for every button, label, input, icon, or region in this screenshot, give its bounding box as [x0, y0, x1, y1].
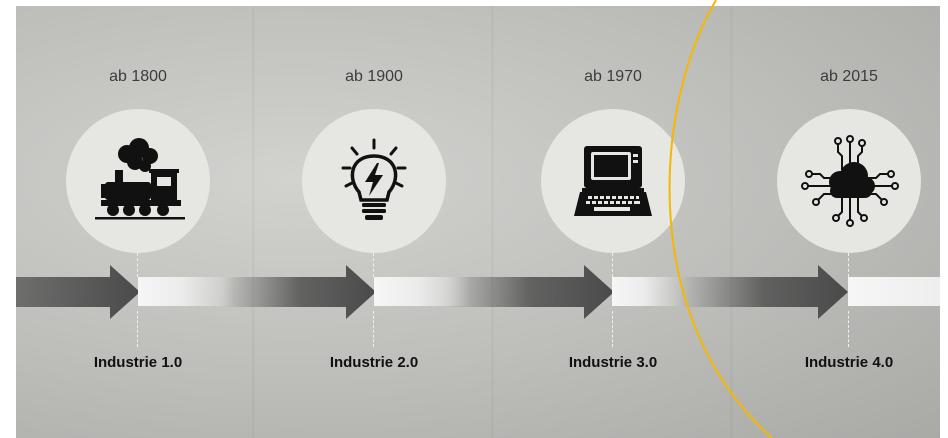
timeline-bar-1 — [138, 277, 234, 306]
steam-locomotive-icon — [95, 138, 185, 220]
stage-year: ab 2015 — [820, 68, 878, 85]
stage-year: ab 1800 — [109, 68, 167, 85]
dashed-connector — [137, 253, 138, 277]
stage-label: Industrie 1.0 — [93, 354, 183, 371]
lightbulb-icon — [341, 138, 407, 220]
stage-icon-circle — [541, 109, 685, 253]
stage-industrie-4: ab 2015 — [759, 6, 939, 438]
computer-terminal-icon — [574, 146, 652, 216]
dashed-connector — [848, 253, 849, 277]
stage-label: Industrie 3.0 — [568, 354, 658, 371]
stage-industrie-1: ab 1800 — [48, 6, 228, 438]
cloud-network-icon — [801, 135, 899, 227]
timeline-canvas: ab 1800 — [16, 6, 940, 438]
dashed-connector — [137, 311, 138, 347]
timeline-arrow-3 — [446, 265, 614, 319]
timeline-arrow-1 — [16, 265, 140, 319]
stage-icon-circle — [302, 109, 446, 253]
dashed-connector — [848, 311, 849, 347]
stage-year: ab 1900 — [345, 68, 403, 85]
dashed-connector — [373, 311, 374, 347]
stage-year: ab 1970 — [584, 68, 642, 85]
dashed-connector — [612, 311, 613, 347]
stage-icon-circle — [66, 109, 210, 253]
stage-industrie-2: ab 1900 Industrie 2. — [284, 6, 464, 438]
timeline-bar-2 — [374, 277, 470, 306]
stage-icon-circle — [777, 109, 921, 253]
stage-industrie-3: ab 1970 — [523, 6, 703, 438]
stage-label: Industrie 4.0 — [804, 354, 894, 371]
stage-label: Industrie 2.0 — [329, 354, 419, 371]
timeline-arrow-2 — [222, 265, 376, 319]
timeline-bar-4 — [848, 277, 940, 306]
dashed-connector — [373, 253, 374, 277]
dashed-connector — [612, 253, 613, 277]
